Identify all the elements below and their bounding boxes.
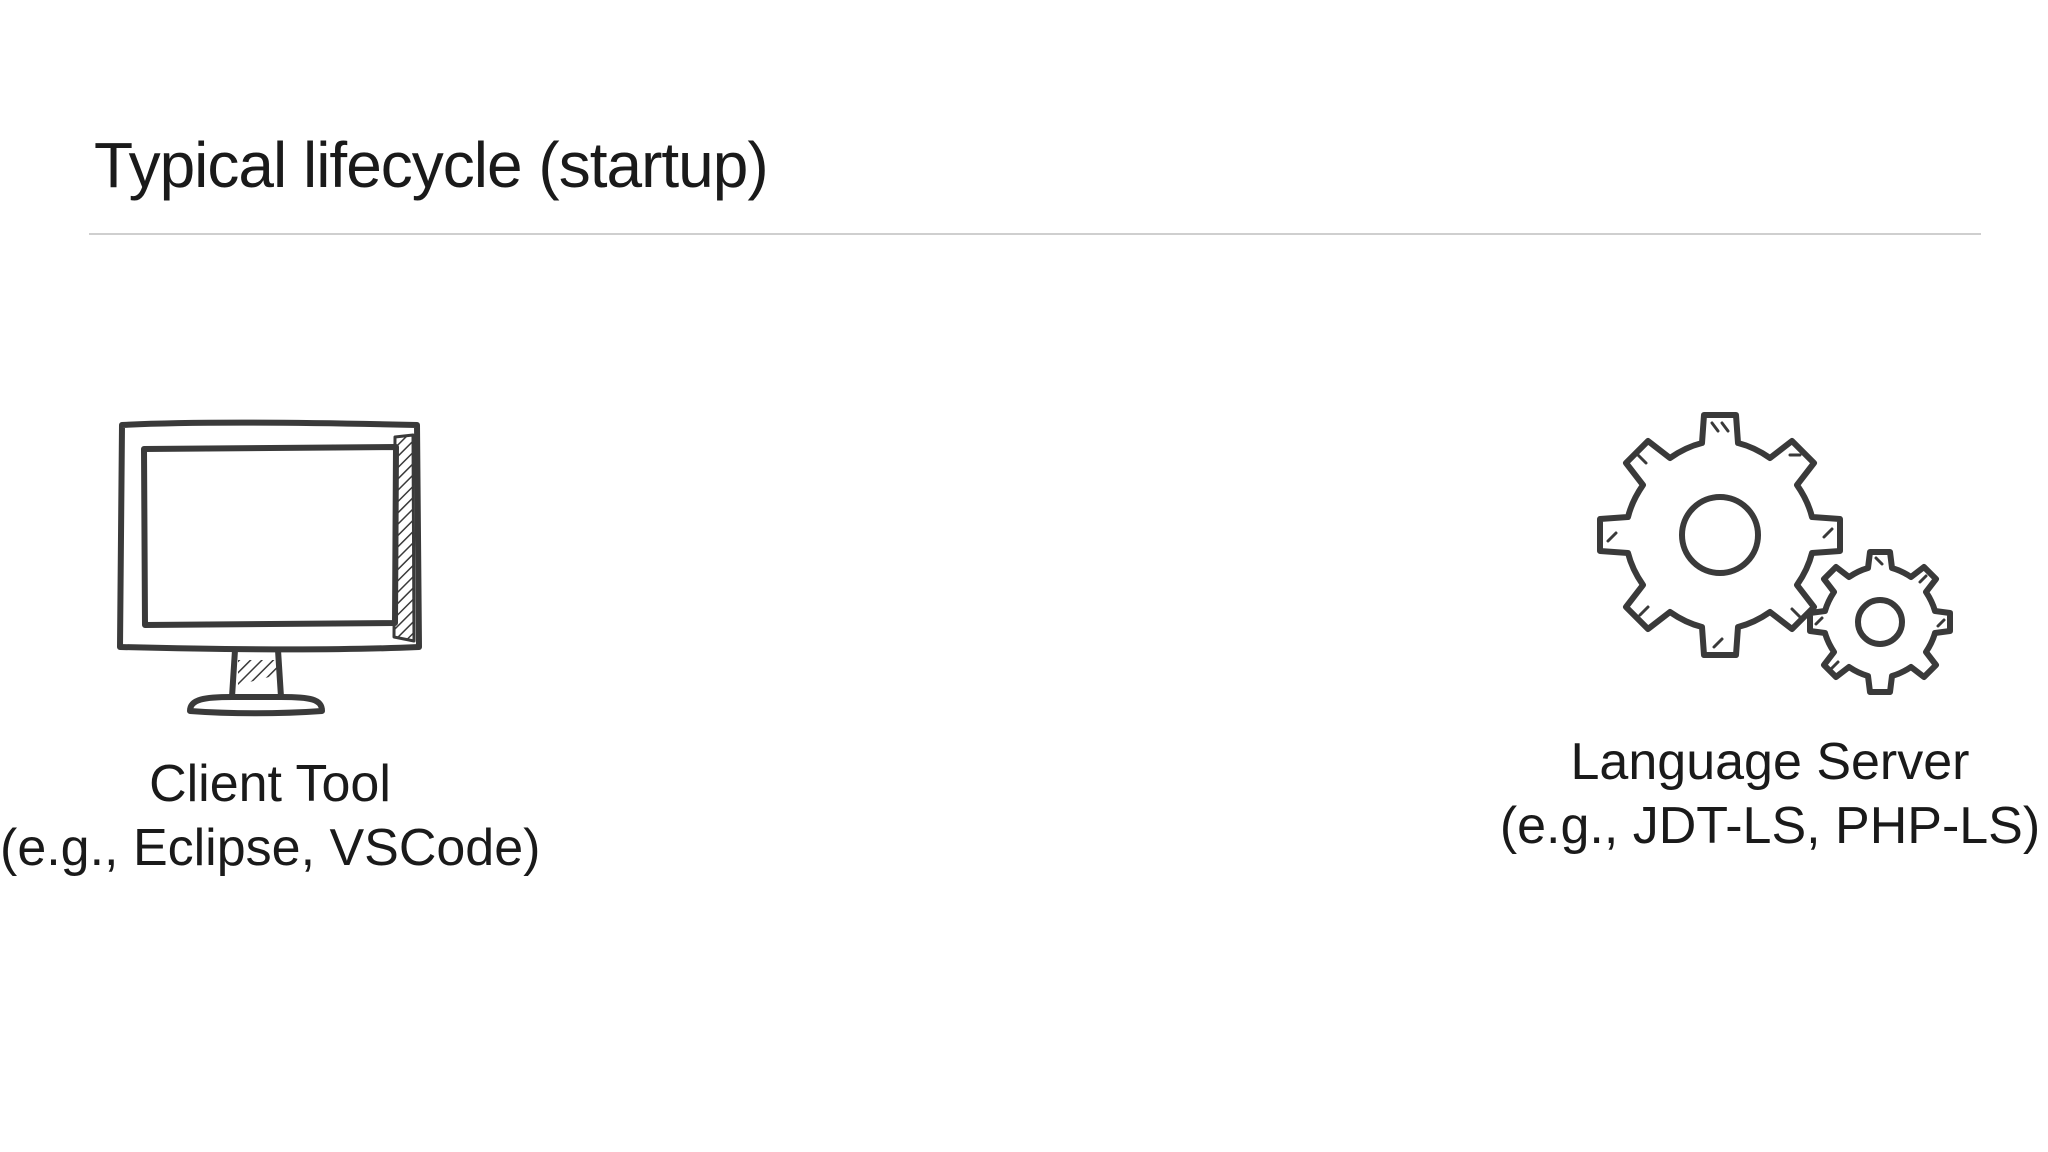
- language-server-label: Language Server (e.g., JDT-LS, PHP-LS): [1490, 730, 2048, 858]
- title-divider: [89, 233, 1981, 235]
- monitor-icon: [117, 419, 422, 717]
- client-tool-examples: (e.g., Eclipse, VSCode): [0, 819, 541, 877]
- slide-title: Typical lifecycle (startup): [94, 129, 769, 201]
- gears-icon: [1597, 412, 1953, 695]
- client-tool-label: Client Tool (e.g., Eclipse, VSCode): [0, 752, 540, 880]
- language-server-name: Language Server: [1570, 733, 1970, 791]
- language-server-examples: (e.g., JDT-LS, PHP-LS): [1499, 797, 2041, 855]
- client-tool-name: Client Tool: [149, 755, 391, 813]
